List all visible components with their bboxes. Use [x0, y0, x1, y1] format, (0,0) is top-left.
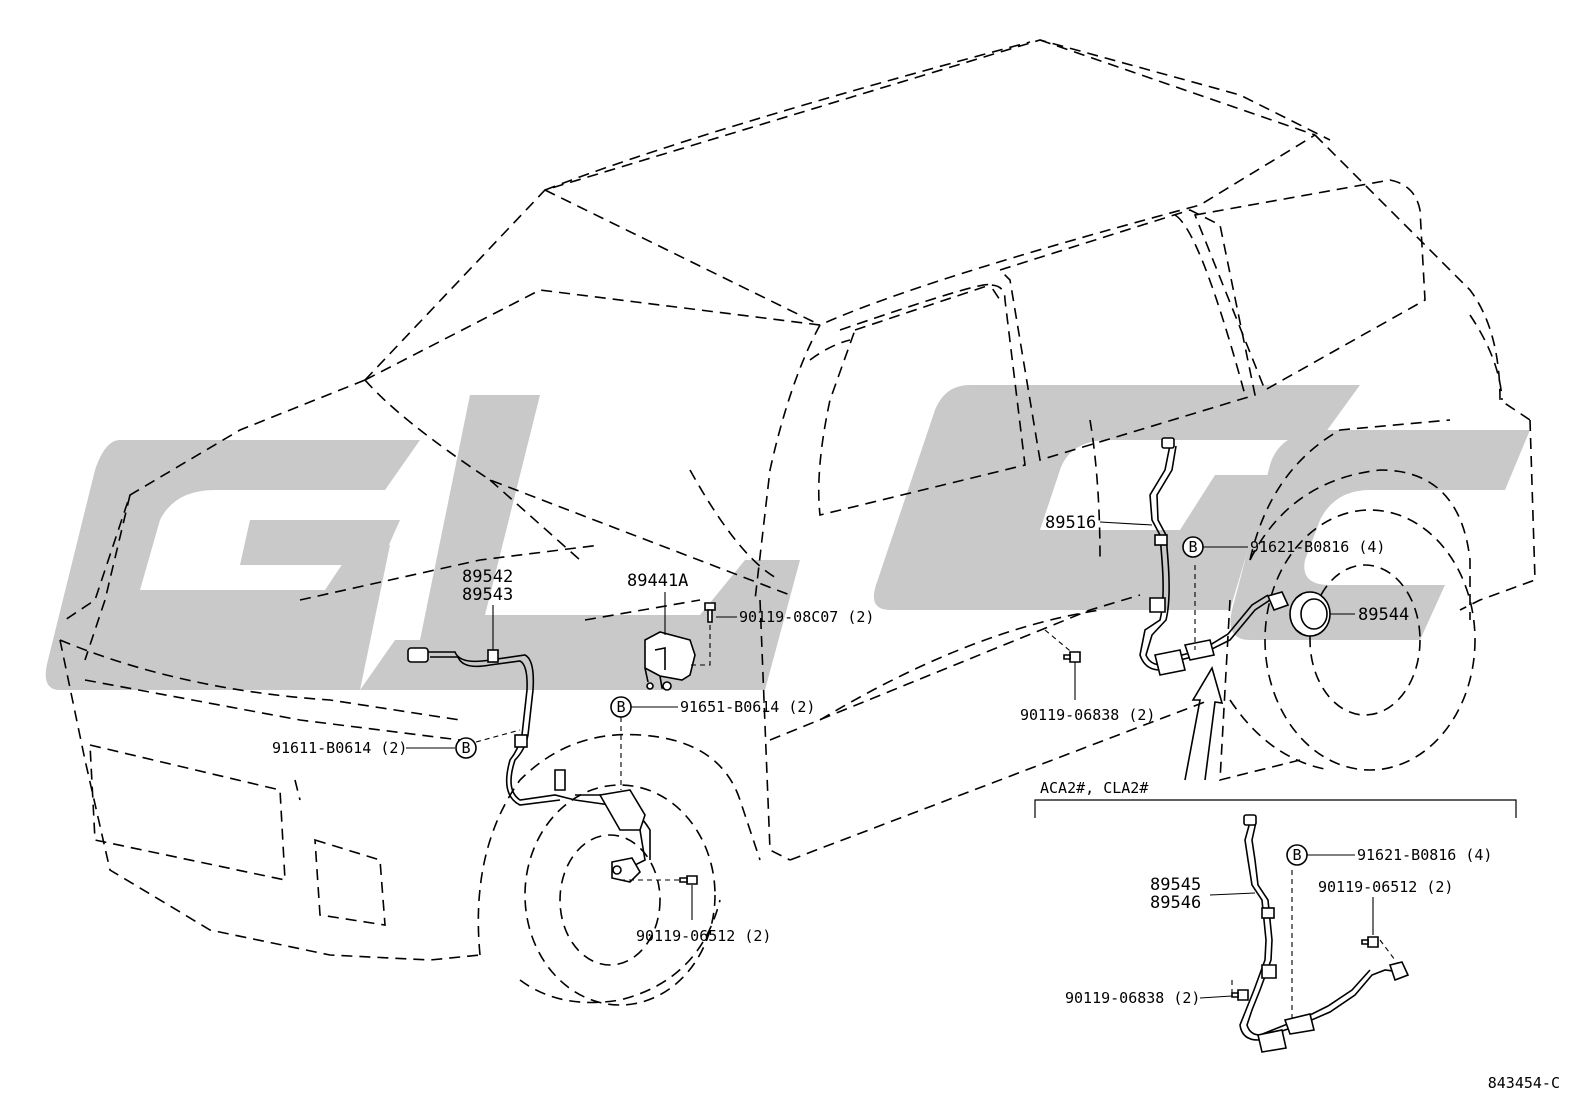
label-89441a: 89441A: [627, 571, 688, 591]
figure-code: 843454-C: [1488, 1074, 1560, 1092]
label-91611-b0614: 91611-B0614 (2): [272, 739, 407, 757]
badge-b-label: B: [1188, 538, 1197, 556]
vehicle-outline: [59, 39, 1536, 1006]
variant-caption: ACA2#, CLA2#: [1040, 779, 1148, 797]
badge-b-label: B: [461, 739, 470, 757]
label-90119-06838-rear: 90119-06838 (2): [1020, 706, 1155, 724]
callout-90119-06512-front[interactable]: 90119-06512 (2): [636, 885, 771, 945]
callout-89544[interactable]: 89544: [1330, 605, 1409, 625]
callout-90119-08c07[interactable]: 90119-08C07 (2): [716, 608, 874, 626]
badge-b-label: B: [616, 698, 625, 716]
callout-91621-b0816-variant[interactable]: B 91621-B0816 (4): [1286, 844, 1492, 866]
variant-detail-frame: [1034, 799, 1517, 818]
callout-91621-b0816-rear[interactable]: B 91621-B0816 (4): [1182, 536, 1385, 558]
label-91621-b0816-variant: 91621-B0816 (4): [1357, 846, 1492, 864]
bolt-90119-08c07[interactable]: [704, 602, 716, 623]
actuator-bracket-89441a[interactable]: [644, 631, 696, 691]
bolt-90119-06838-rear[interactable]: [1063, 651, 1081, 663]
bolt-90119-06838-variant[interactable]: [1231, 989, 1249, 1001]
callout-91651-b0614[interactable]: B 91651-B0614 (2): [610, 696, 815, 790]
callout-89545[interactable]: 89545 89546: [1150, 875, 1256, 913]
callout-89441a[interactable]: 89441A: [627, 571, 688, 635]
label-89543: 89543: [462, 585, 513, 605]
badge-b-label: B: [1292, 846, 1301, 864]
label-91621-b0816-rear: 91621-B0816 (4): [1250, 538, 1385, 556]
rear-speed-sensor-wire[interactable]: [1139, 437, 1290, 676]
callout-90119-06838-rear[interactable]: 90119-06838 (2): [1020, 662, 1155, 724]
watermark-logo: [45, 385, 1530, 690]
callout-89542[interactable]: 89542 89543: [462, 567, 513, 650]
bolt-90119-06512-variant[interactable]: [1361, 936, 1379, 948]
label-89545: 89545: [1150, 875, 1201, 895]
detail-arrow: [1184, 665, 1224, 781]
label-90119-06512-front: 90119-06512 (2): [636, 927, 771, 945]
label-91651-b0614: 91651-B0614 (2): [680, 698, 815, 716]
label-90119-06838-variant: 90119-06838 (2): [1065, 989, 1200, 1007]
callout-89516[interactable]: 89516: [1045, 513, 1153, 533]
label-89546: 89546: [1150, 893, 1201, 913]
label-variant-caption: ACA2#, CLA2#: [1040, 779, 1148, 797]
callout-91611-b0614[interactable]: 91611-B0614 (2) B: [272, 729, 521, 759]
label-90119-06512-variant: 90119-06512 (2): [1318, 878, 1453, 896]
label-89516: 89516: [1045, 513, 1096, 533]
bolt-front-sensor[interactable]: [679, 875, 698, 885]
label-89542: 89542: [462, 567, 513, 587]
front-speed-sensor-wire[interactable]: [407, 647, 651, 883]
variant-speed-sensor-wire[interactable]: [1239, 814, 1410, 1053]
callout-90119-06838-variant[interactable]: 90119-06838 (2): [1065, 989, 1233, 1007]
label-89544: 89544: [1358, 605, 1409, 625]
badge-b-icon: [455, 737, 477, 759]
rear-hub-sensor-89544[interactable]: [1289, 591, 1331, 637]
callout-90119-06512-variant[interactable]: 90119-06512 (2): [1318, 878, 1453, 935]
label-90119-08c07: 90119-08C07 (2): [739, 608, 874, 626]
